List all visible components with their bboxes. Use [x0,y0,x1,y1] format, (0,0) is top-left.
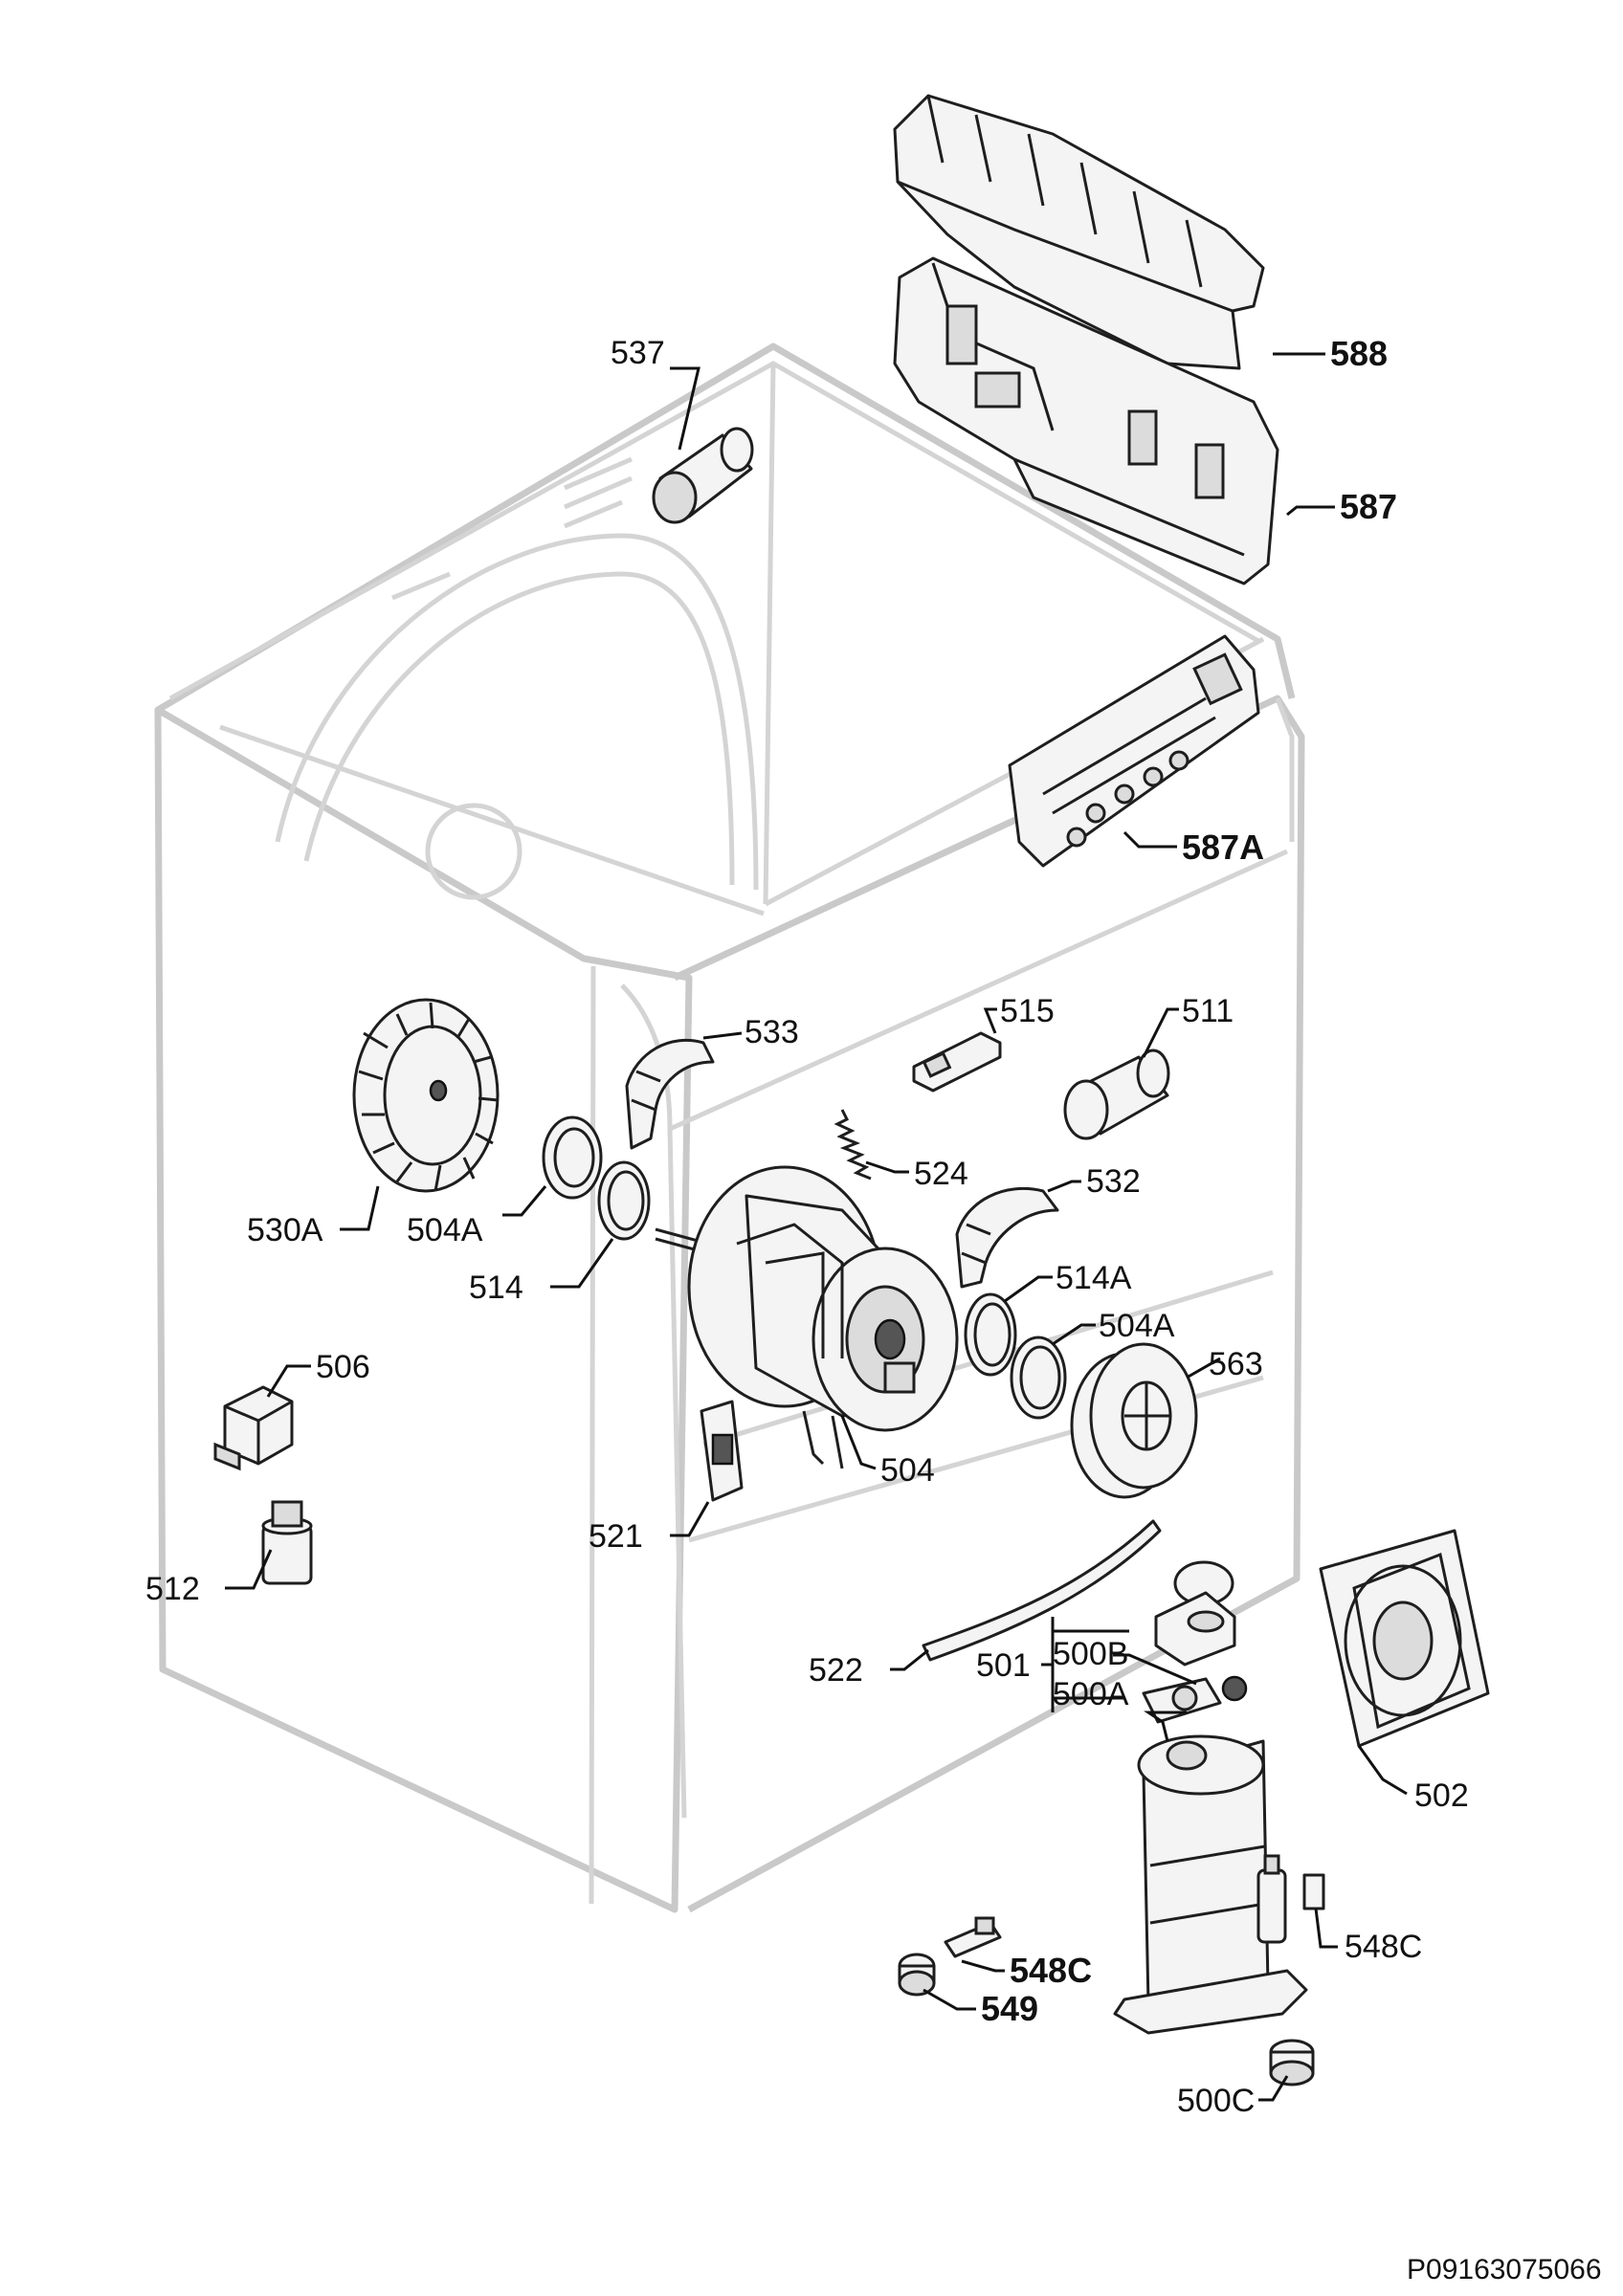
label-521: 521 [589,1518,643,1555]
part-548C-left-connector [944,1916,1002,1958]
label-587A: 587A [1182,828,1264,867]
label-501: 501 [976,1647,1031,1684]
label-530A: 530A [247,1212,323,1248]
part-549-grommet [898,1953,936,1997]
part-506-solenoid [213,1385,294,1471]
reference-code: P09163075066 [1407,2254,1602,2285]
callout-labels: 588 587 537 587A 533 515 511 524 532 530… [145,334,1602,2285]
label-515: 515 [1000,993,1055,1029]
part-533-motor-bracket [625,1038,715,1150]
part-511-capacitor [1063,1049,1170,1140]
part-587A-display-pcb [1008,634,1260,868]
part-514-ring [597,1160,651,1241]
part-587-control-board-housing [893,256,1279,585]
label-548C-right: 548C [1345,1929,1422,1965]
label-588: 588 [1330,334,1388,373]
part-524-spring [834,1109,872,1181]
label-500B: 500B [1053,1636,1128,1672]
leader-lines [225,352,1408,2102]
part-548C-right-connector [1302,1873,1325,1910]
part-515-sensor [912,1031,1002,1093]
part-532-motor-bracket [955,1186,1059,1289]
label-532: 532 [1086,1163,1141,1200]
label-514: 514 [469,1269,523,1306]
part-504-drive-motor [655,1165,959,1469]
label-522: 522 [809,1652,863,1689]
label-524: 524 [914,1156,968,1192]
label-500C: 500C [1177,2083,1255,2119]
part-514A-ring [964,1292,1017,1377]
label-548C-left: 548C [1010,1951,1092,1990]
label-512: 512 [145,1571,200,1607]
label-549: 549 [981,1989,1038,2028]
label-502: 502 [1414,1777,1469,1814]
label-506: 506 [316,1349,370,1385]
part-compressor [1113,1734,1308,2035]
part-500B-relay [1154,1560,1236,1667]
part-521-switch [700,1400,744,1502]
label-504A-right: 504A [1099,1308,1175,1344]
part-588-control-cover [893,94,1265,370]
label-504: 504 [880,1452,935,1489]
label-563: 563 [1209,1346,1263,1382]
part-504A-right-bushing [1010,1336,1067,1420]
part-563-pulley [1070,1342,1198,1499]
part-537-capacitor [652,427,754,524]
label-514A: 514A [1056,1260,1132,1296]
label-587: 587 [1340,487,1397,526]
part-504A-left-bushing [542,1115,603,1200]
label-537: 537 [611,335,665,371]
part-522-rail [922,1519,1162,1662]
label-533: 533 [745,1014,799,1050]
label-500A: 500A [1053,1676,1129,1712]
part-500C-grommet [1269,2039,1315,2086]
label-504A-left: 504A [407,1212,483,1248]
label-511: 511 [1182,993,1234,1029]
cabinet-outline [154,342,1305,1913]
part-502-cooling-fan [1319,1529,1490,1748]
part-512-capacitor [261,1500,313,1585]
part-530A-fan-impeller [352,998,500,1193]
